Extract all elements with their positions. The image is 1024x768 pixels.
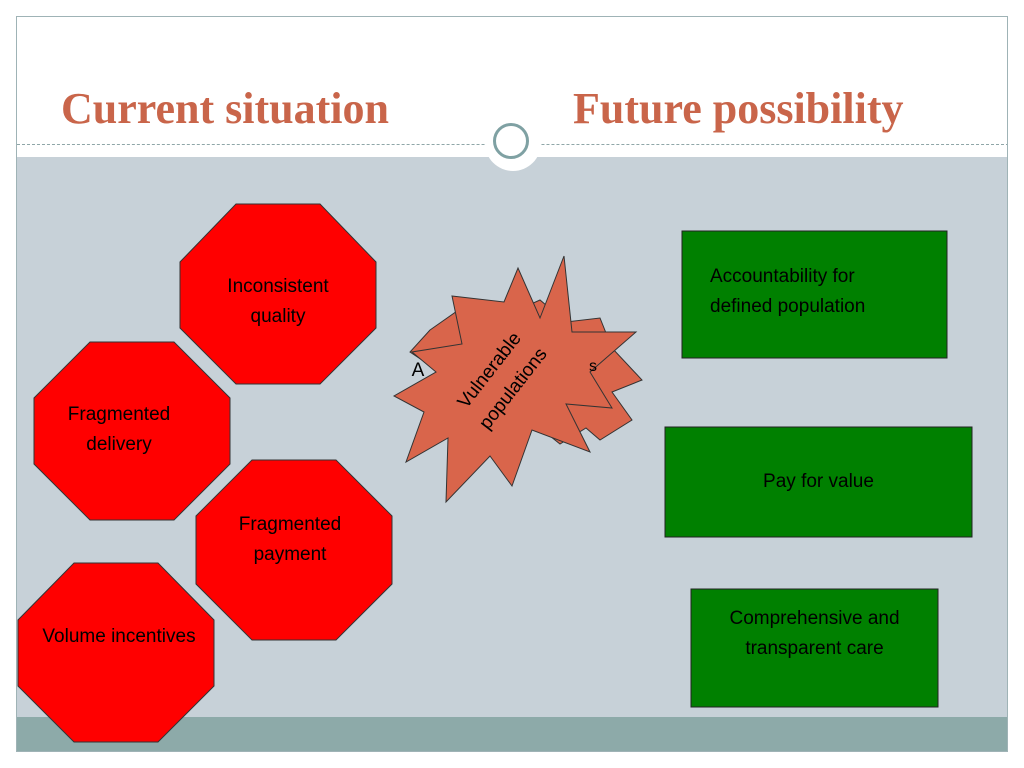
box-pay-for-value xyxy=(664,426,973,538)
back-shape-letter-a: A xyxy=(411,360,425,381)
circle-ornament xyxy=(485,115,541,171)
title-current-situation: Current situation xyxy=(61,84,389,133)
octagon-volume-incentives xyxy=(17,562,215,743)
burst-vulnerable-populations xyxy=(392,255,638,504)
label-fragmented-payment: Fragmented payment xyxy=(238,514,342,565)
label-volume-incentives: Volume incentives xyxy=(42,626,196,647)
label-pay-for-value: Pay for value xyxy=(763,471,874,492)
label-fragmented-delivery: Fragmented delivery xyxy=(67,404,171,455)
octagon-fragmented-delivery xyxy=(33,341,231,521)
octagon-fragmented-payment xyxy=(195,459,393,641)
octagon-inconsistent-quality xyxy=(179,203,377,385)
label-accountability: Accountability for defined population xyxy=(710,266,866,317)
box-accountability xyxy=(681,230,948,359)
label-comprehensive: Comprehensive and transparent care xyxy=(729,608,900,659)
footer-bar xyxy=(17,717,1007,751)
box-comprehensive xyxy=(690,588,939,708)
back-shape-letter-s: s xyxy=(589,358,597,375)
title-future-possibility: Future possibility xyxy=(573,84,904,133)
label-inconsistent-quality: Inconsistent quality xyxy=(227,276,329,327)
